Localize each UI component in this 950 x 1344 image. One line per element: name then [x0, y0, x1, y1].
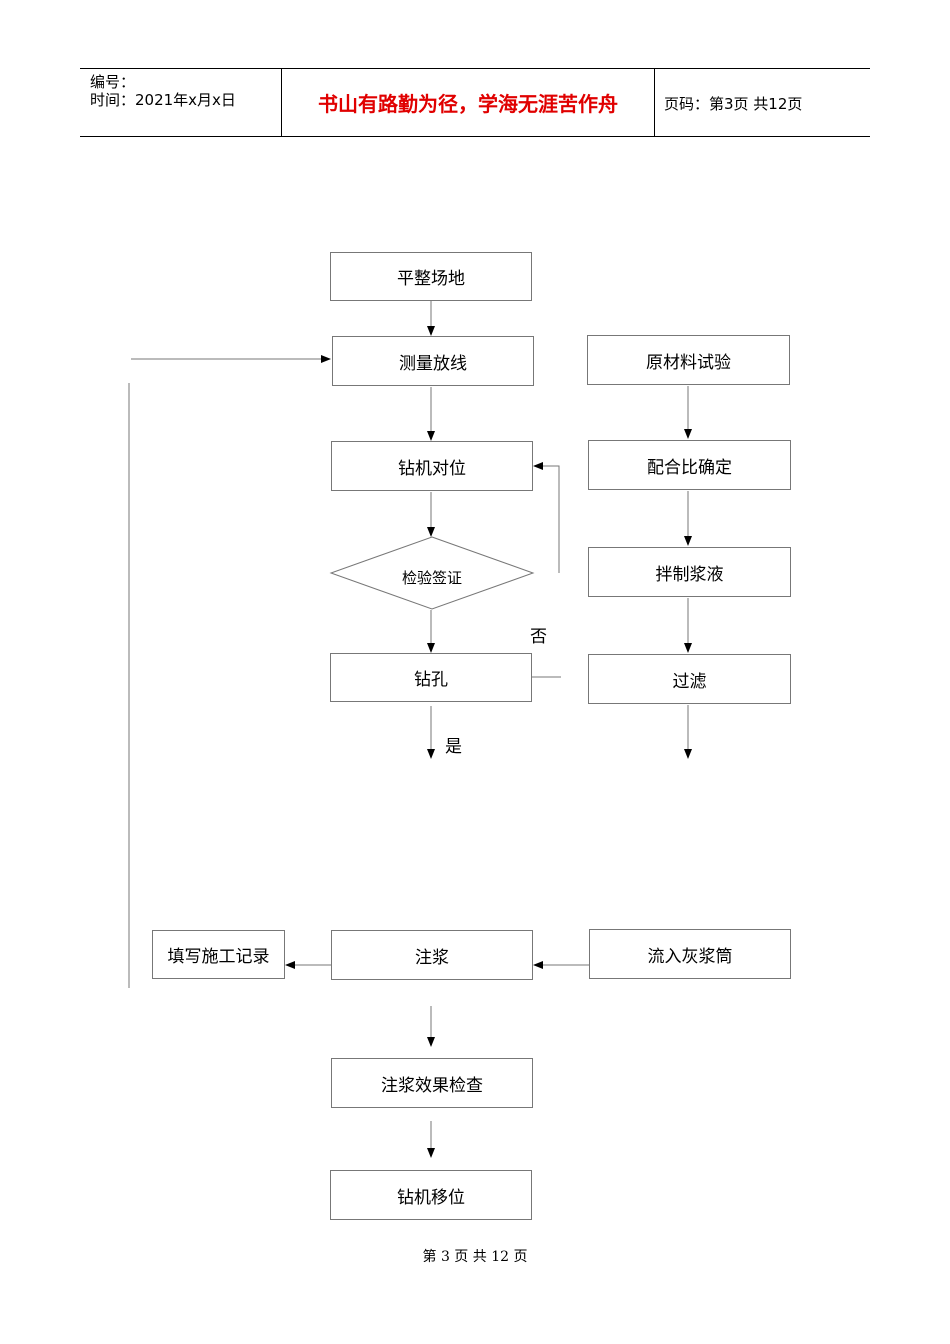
- header-page-info: 页码：第3页 共12页: [664, 95, 803, 113]
- node-effect-check: 注浆效果检查: [331, 1058, 533, 1108]
- node-filter: 过滤: [588, 654, 791, 704]
- node-mix-slurry: 拌制浆液: [588, 547, 791, 597]
- label-no: 否: [530, 627, 547, 647]
- header-divider-right: [654, 68, 655, 136]
- node-grouting: 注浆: [331, 930, 533, 980]
- node-drilling: 钻孔: [330, 653, 532, 702]
- label-yes: 是: [445, 737, 462, 757]
- header-time-label: 时间：2021年x月x日: [90, 91, 236, 109]
- decision-diamond: [329, 536, 535, 610]
- node-into-bucket: 流入灰浆筒: [589, 929, 791, 979]
- node-rig-position: 钻机对位: [331, 441, 533, 491]
- page-footer: 第 3 页 共 12 页: [422, 1249, 528, 1265]
- node-survey-layout: 测量放线: [332, 336, 534, 386]
- header-number-label: 编号：: [90, 73, 136, 91]
- node-mix-ratio: 配合比确定: [588, 440, 791, 490]
- header-motto: 书山有路勤为径，学海无涯苦作舟: [318, 92, 618, 116]
- node-level-site: 平整场地: [330, 252, 532, 301]
- node-rig-move: 钻机移位: [330, 1170, 532, 1220]
- header-bottom-rule: [80, 136, 870, 137]
- node-fill-record: 填写施工记录: [152, 930, 285, 979]
- node-raw-material-test: 原材料试验: [587, 335, 790, 385]
- arrow-no-loop: [533, 462, 560, 573]
- header-divider-left: [281, 68, 282, 136]
- header-top-rule: [80, 68, 870, 69]
- node-inspect-sign-label: 检验签证: [401, 569, 462, 587]
